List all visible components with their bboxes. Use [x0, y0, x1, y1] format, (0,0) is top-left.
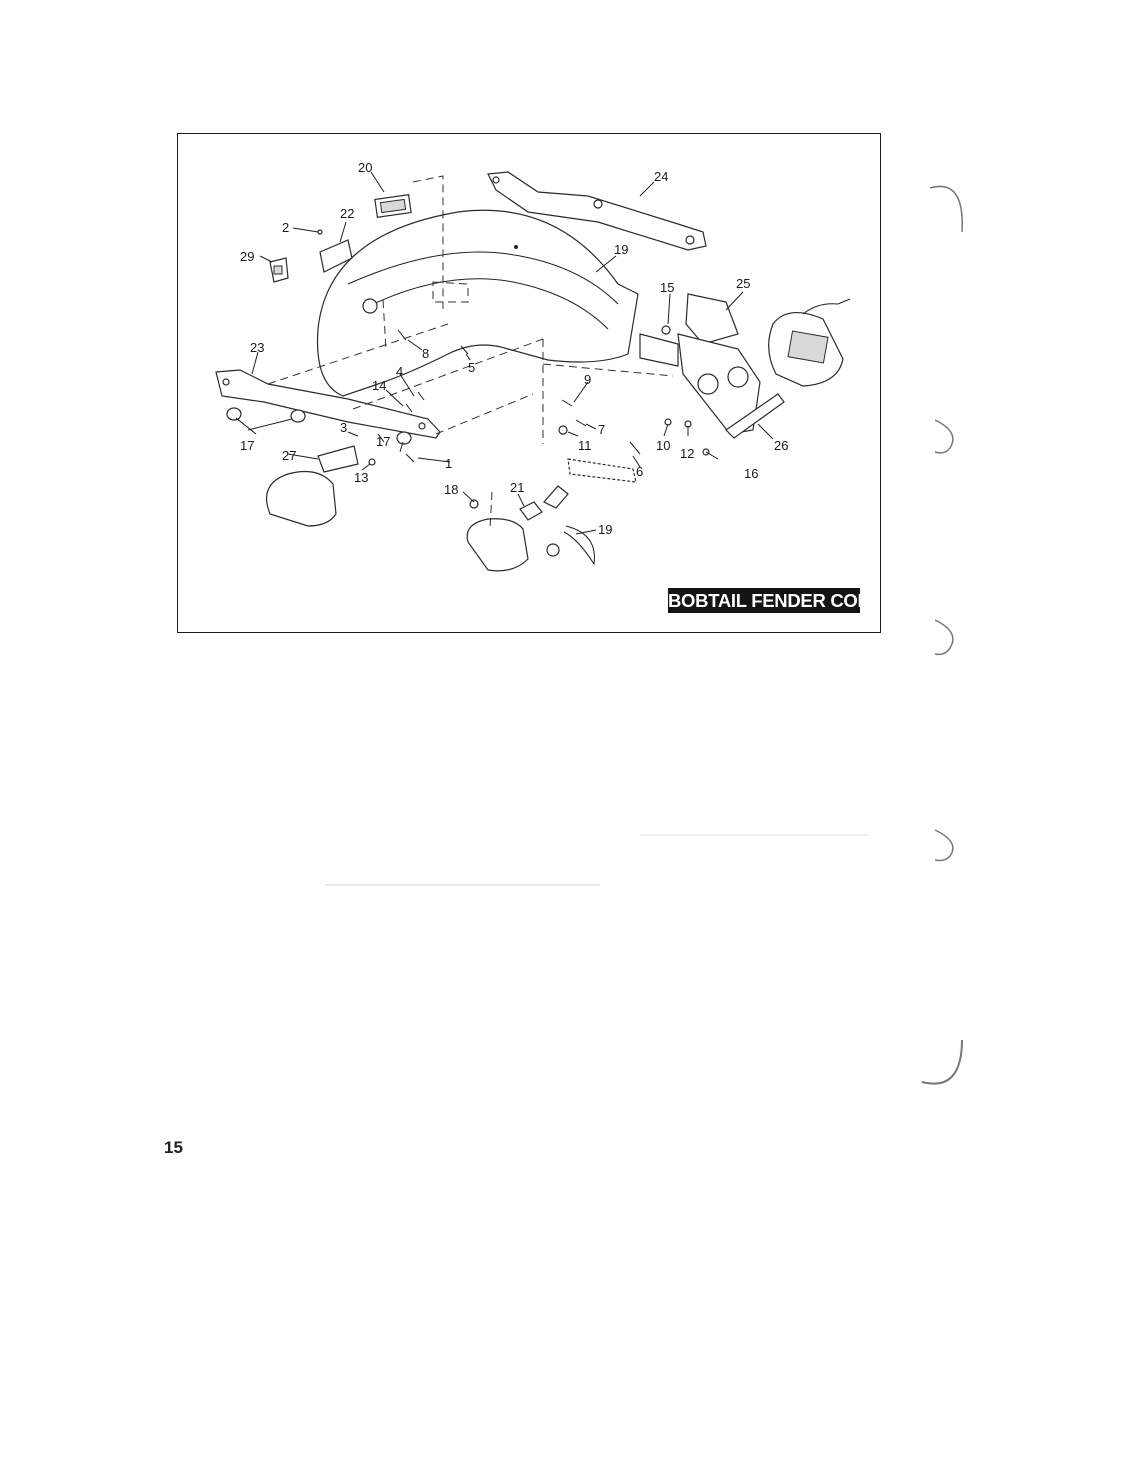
callout-10: 10: [656, 438, 670, 453]
callout-7: 7: [598, 422, 605, 437]
callout-labels: 20 2 22 29 24 19 15 25 23 8 5 4 14 9 7 1…: [240, 160, 788, 537]
part-cap-17: [226, 407, 242, 421]
callout-21: 20: [358, 160, 372, 175]
callout-24: 23: [250, 340, 264, 355]
part-license-bracket-26: [639, 293, 761, 435]
callout-28: 27: [282, 448, 296, 463]
binder-hole-mark: [934, 829, 954, 862]
binder-hole-mark: [929, 185, 963, 233]
callout-27: 26: [774, 438, 788, 453]
page-number: 15: [164, 1138, 183, 1157]
part-mount-plate-23: [319, 239, 353, 273]
part-tail-light: [768, 298, 851, 387]
callout-1: 1: [445, 456, 452, 471]
callout-11: 11: [578, 438, 592, 453]
callout-26: 25: [736, 276, 750, 291]
callout-17-right: 17: [376, 434, 390, 449]
callout-3: 3: [340, 420, 347, 435]
part-support-bracket-upper: [487, 171, 707, 251]
alignment-dashed-lines: [267, 175, 674, 530]
callout-12: 12: [680, 446, 694, 461]
binder-hole-mark: [921, 1039, 963, 1085]
callout-4: 4: [396, 364, 403, 379]
callout-leader-lines: [235, 171, 774, 535]
part-turn-signal-lower: [466, 458, 637, 572]
callout-9: 9: [584, 372, 591, 387]
callout-23: 22: [340, 206, 354, 221]
callout-15: 15: [660, 280, 674, 295]
part-tube-27: [725, 393, 785, 439]
callout-17-left: 17: [240, 438, 254, 453]
callout-22: 21: [510, 480, 524, 495]
part-cap-17: [396, 431, 412, 445]
part-turn-signal-28: [266, 445, 359, 527]
callout-29: 29: [240, 249, 254, 264]
callout-19-text: 19: [598, 522, 612, 537]
callout-2: 2: [282, 220, 289, 235]
binder-hole-mark: [934, 619, 954, 656]
callout-5: 5: [468, 360, 475, 375]
callout-14: 14: [372, 378, 386, 393]
part-bracket-29: [269, 257, 289, 283]
figure-frame: 20 2 22 29 24 19 15 25 23 8 5 4 14 9 7 1…: [177, 133, 881, 633]
callout-8: 8: [422, 346, 429, 361]
binder-hole-mark: [934, 419, 954, 454]
part-reflector-21: [374, 194, 412, 218]
callout-13: 13: [354, 470, 368, 485]
callout-18: 18: [444, 482, 458, 497]
part-cap-17: [290, 409, 306, 423]
exploded-parts-diagram: 20 2 22 29 24 19 15 25 23 8 5 4 14 9 7 1…: [215, 160, 851, 572]
callout-25: 24: [654, 169, 668, 184]
hardware-bolts: [317, 229, 710, 509]
callout-20: 19: [614, 242, 628, 257]
callout-16: 16: [744, 466, 758, 481]
callout-6: 6: [636, 464, 643, 479]
part-rear-fender: [316, 209, 639, 397]
figure-title-banner: BOBTAIL FENDER CONVERSION KIT: [668, 588, 860, 613]
